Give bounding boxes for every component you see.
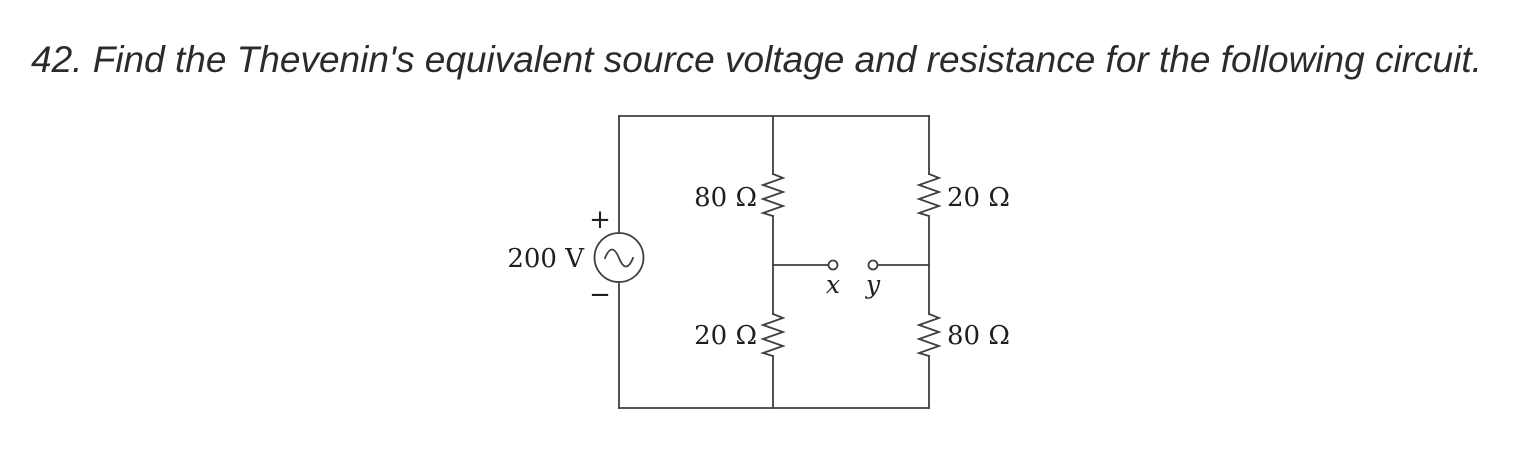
terminal-x-circle	[827, 259, 839, 271]
resistor-label-bottom-right: 80 Ω	[947, 321, 1010, 351]
terminal-x-label: x	[826, 270, 840, 299]
resistor-zigzag-top-middle	[760, 172, 786, 218]
ac-source-circle	[593, 232, 645, 283]
resistor-label-top-middle: 80 Ω	[694, 183, 757, 213]
sine-wave-icon	[603, 248, 635, 268]
terminal-y-circle	[867, 259, 879, 271]
circuit-wires	[593, 115, 942, 409]
source-minus-sign: −	[589, 280, 611, 310]
problem-title: 42. Find the Thevenin's equivalent sourc…	[31, 39, 1482, 80]
resistor-label-top-right: 20 Ω	[947, 183, 1010, 213]
resistor-zigzag-bottom-middle	[760, 312, 786, 358]
resistor-zigzag-bottom-right	[916, 312, 942, 358]
terminal-y-label: y	[865, 270, 881, 299]
circuit-labels: 200 V + − 80 Ω 20 Ω 20 Ω 80 Ω x y	[507, 183, 1010, 351]
source-voltage-label: 200 V	[507, 244, 585, 274]
source-plus-sign: +	[589, 205, 611, 235]
resistor-zigzag-top-right	[916, 172, 942, 218]
resistor-label-bottom-middle: 20 Ω	[694, 321, 757, 351]
